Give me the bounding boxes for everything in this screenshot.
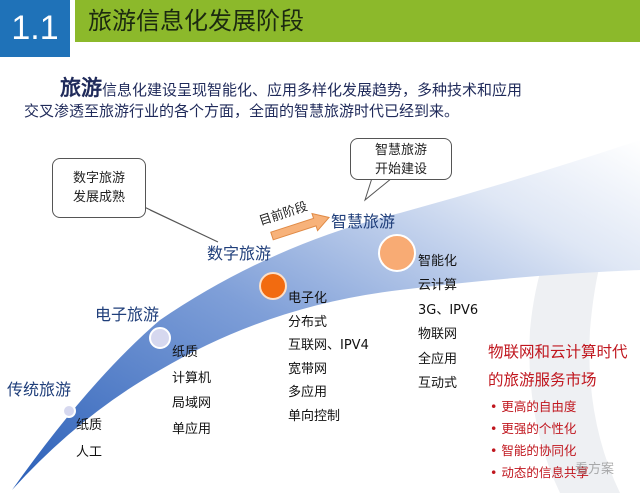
bullet-text: 动态的信息共享 [501, 465, 589, 480]
page-title: 旅游信息化发展阶段 [88, 7, 304, 35]
market-title-2: 的旅游服务市场 [488, 371, 597, 389]
list-item: 物联网 [418, 327, 458, 343]
stage-traditional: 传统旅游 [7, 380, 72, 399]
stage-dot-traditional [62, 404, 76, 418]
callout-digital-mature: 数字旅游 发展成熟 [52, 158, 146, 218]
list-item: 云计算 [418, 278, 458, 294]
intro-lead: 旅游 [60, 76, 102, 100]
callout-text: 智慧旅游 [374, 143, 427, 158]
bullet-item: • 智能的协同化 [490, 443, 577, 458]
list-item: 人工 [76, 445, 103, 460]
stage-dot-electronic [149, 327, 171, 349]
stage-smart: 智慧旅游 [331, 212, 396, 231]
list-item: 分布式 [288, 314, 328, 330]
list-item: 全应用 [418, 351, 458, 367]
growth-arrow-band [12, 140, 640, 490]
stage-dot-digital [259, 272, 287, 300]
bullet-text: 更强的个性化 [501, 421, 577, 436]
stage-dot-smart [378, 234, 416, 272]
list-item: 纸质 [76, 418, 103, 433]
bullet-text: 更高的自由度 [501, 399, 577, 414]
list-item: 局域网 [172, 396, 212, 411]
bullet-text: 智能的协同化 [501, 443, 577, 458]
items-electronic: 纸质 计算机 局域网 单应用 [172, 340, 211, 442]
list-item: 3G、IPV6 [418, 302, 479, 318]
list-item: 单应用 [172, 421, 212, 437]
section-number: 1.1 [0, 0, 70, 57]
header-bar [75, 0, 640, 42]
market-title-1: 物联网和云计算时代 [488, 343, 628, 361]
intro-line1: 旅游信息化建设呈现智能化、应用多样化发展趋势，多种技术和应用 [60, 72, 522, 102]
items-digital: 电子化 分布式 互联网、IPV4 宽带网 多应用 单向控制 [288, 287, 369, 429]
bullet-item: • 更强的个性化 [490, 421, 577, 436]
callout-smart-start: 智慧旅游 开始建设 [350, 138, 452, 180]
stage-electronic: 电子旅游 [95, 305, 160, 324]
callout-tail-digital [139, 204, 219, 243]
callout-text: 发展成熟 [72, 190, 125, 205]
list-item: 宽带网 [288, 361, 328, 377]
list-item: 电子化 [288, 291, 328, 306]
bullet-item: • 更高的自由度 [490, 399, 577, 414]
intro-text1: 信息化建设呈现智能化、应用多样化发展趋势，多种技术和应用 [102, 81, 523, 99]
bullet-item: • 动态的信息共享 [490, 465, 589, 480]
items-traditional: 纸质 人工 [76, 412, 102, 466]
list-item: 智能化 [418, 254, 458, 269]
callout-tail-smart [364, 177, 393, 202]
current-stage-arrow [270, 212, 330, 241]
items-smart: 智能化 云计算 3G、IPV6 物联网 全应用 互动式 [418, 250, 478, 396]
watermark: 看方案 [575, 462, 615, 477]
callout-text: 开始建设 [374, 162, 427, 177]
list-item: 单向控制 [288, 408, 341, 424]
market-bullets: • 更高的自由度 • 更强的个性化 • 智能的协同化 • 动态的信息共享 [490, 396, 589, 484]
list-item: 互动式 [418, 376, 458, 392]
stage-digital: 数字旅游 [207, 244, 272, 263]
intro-line2: 交叉渗透至旅游行业的各个方面，全面的智慧旅游时代已经到来。 [24, 102, 460, 120]
list-item: 纸质 [172, 345, 199, 360]
list-item: 计算机 [172, 370, 212, 386]
list-item: 多应用 [288, 385, 328, 401]
callout-text: 数字旅游 [72, 171, 125, 186]
list-item: 互联网、IPV4 [288, 338, 369, 354]
